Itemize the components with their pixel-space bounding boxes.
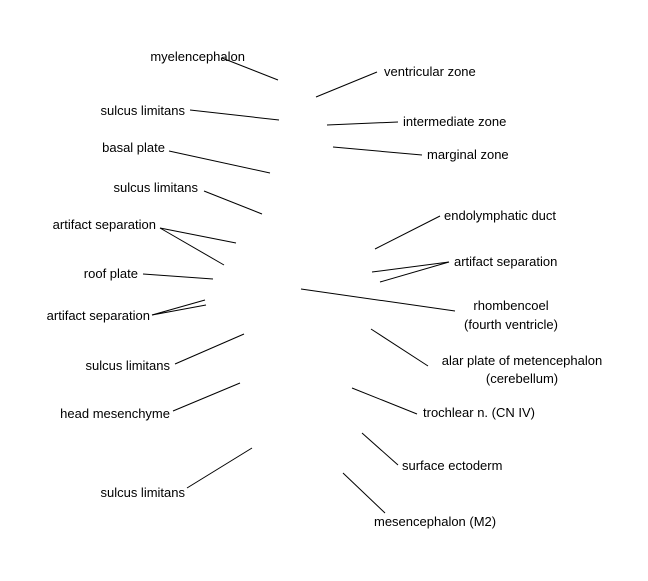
label-ventricular-zone: ventricular zone (384, 64, 476, 79)
leader-line-myelencephalon (221, 57, 279, 81)
leader-line-intermediate-zone (326, 121, 399, 126)
leader-line-sulcus-limitans-1 (189, 109, 280, 121)
label-artifact-separation-3: artifact separation (454, 254, 558, 269)
label-sulcus-limitans-3: sulcus limitans (85, 358, 170, 373)
label-myelencephalon: myelencephalon (150, 49, 245, 64)
label-endolymphatic-duct: endolymphatic duct (444, 208, 557, 223)
label-surface-ectoderm: surface ectoderm (402, 458, 503, 473)
leader-line-trochlear-n (351, 387, 418, 415)
leader-line-artifact-separation-1b (159, 227, 225, 266)
leader-line-endolymphatic-duct (374, 215, 441, 250)
label-roof-plate: roof plate (83, 266, 138, 281)
label-basal-plate: basal plate (102, 140, 165, 155)
label-head-mesenchyme: head mesenchyme (60, 406, 170, 421)
leader-line-sulcus-limitans-2 (203, 190, 263, 215)
leader-line-ventricular-zone (315, 71, 378, 98)
leader-line-artifact-separation-3b (379, 261, 450, 283)
leader-line-artifact-separation-1a (159, 227, 237, 244)
leader-line-sulcus-limitans-4 (186, 447, 253, 489)
label-sulcus-limitans-4: sulcus limitans (100, 485, 185, 500)
leader-line-artifact-separation-2b (151, 304, 207, 316)
label-rhombencoel: rhombencoel (473, 298, 549, 313)
leader-line-roof-plate (142, 273, 214, 280)
label-mesencephalon: mesencephalon (M2) (374, 514, 497, 529)
label-alar-plate-of-metencephalon: alar plate of metencephalon (441, 353, 603, 368)
leader-line-basal-plate (168, 150, 271, 174)
leader-line-mesencephalon (342, 472, 386, 514)
leader-line-sulcus-limitans-3 (174, 333, 245, 365)
leader-line-marginal-zone (332, 146, 423, 156)
label-cerebellum: (cerebellum) (485, 371, 559, 386)
leader-line-artifact-separation-3a (371, 261, 450, 273)
label-sulcus-limitans-2: sulcus limitans (113, 180, 198, 195)
label-fourth-ventricle: (fourth ventricle) (464, 317, 558, 332)
label-sulcus-limitans-1: sulcus limitans (100, 103, 185, 118)
label-marginal-zone: marginal zone (427, 147, 509, 162)
label-intermediate-zone: intermediate zone (403, 114, 507, 129)
label-trochlear-n: trochlear n. (CN IV) (423, 405, 535, 420)
label-artifact-separation-1: artifact separation (52, 217, 156, 232)
label-artifact-separation-2: artifact separation (46, 308, 150, 323)
leader-line-alar-plate (370, 328, 429, 367)
leader-line-artifact-separation-2a (151, 299, 206, 316)
leader-line-surface-ectoderm (361, 432, 399, 466)
leader-line-head-mesenchyme (172, 382, 241, 412)
leader-line-rhombencoel (300, 288, 456, 312)
